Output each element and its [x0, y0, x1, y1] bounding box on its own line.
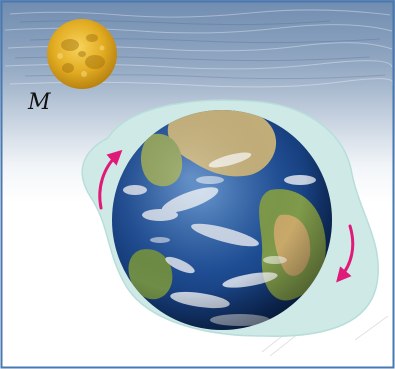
- moon-icon: [47, 19, 117, 89]
- rotation-arrow-right-icon: [336, 224, 355, 283]
- rotation-arrow-left-icon: [98, 149, 123, 210]
- moon-label: M: [28, 90, 51, 115]
- earth-icon: [112, 110, 332, 330]
